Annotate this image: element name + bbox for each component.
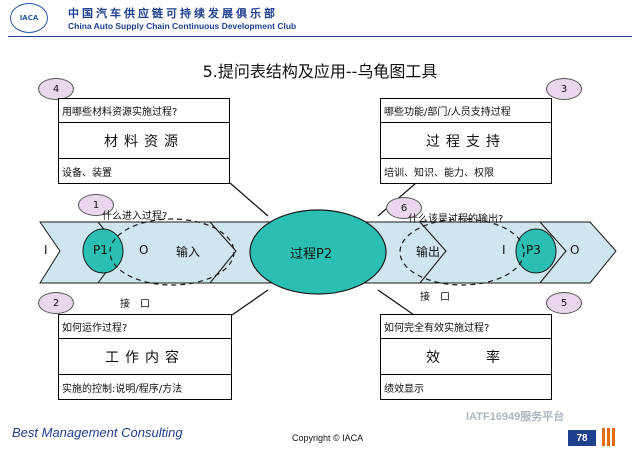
interface-left-dashed: [109, 218, 235, 286]
org-name-english: China Auto Supply Chain Continuous Devel…: [68, 21, 297, 31]
question: 如何运作过程?: [59, 315, 231, 339]
p2-label: 过程P2: [290, 247, 333, 262]
detail: 实施的控制:说明/程序/方法: [62, 383, 183, 395]
process-p1-circle: [82, 228, 124, 274]
output-question: 什么该是过程的输出?: [408, 214, 504, 225]
number-badge-6: 6: [386, 197, 422, 219]
box-efficiency: 如何完全有效实施过程? 效 率 绩效显示: [380, 314, 552, 400]
iaca-logo: IACA: [10, 3, 48, 33]
connector-bottom-left: [231, 289, 269, 316]
heading: 过程支持: [381, 123, 551, 159]
i-label-right: I: [502, 243, 506, 257]
connector-bottom-right: [377, 289, 415, 316]
heading: 材料资源: [59, 123, 229, 159]
org-name-chinese: 中国汽车供应链可持续发展俱乐部: [68, 7, 278, 20]
watermark-text: IATF16949服务平台: [466, 411, 565, 423]
o-label-left: O: [139, 243, 149, 257]
process-p2-ellipse: [249, 209, 387, 295]
box-work-content: 如何运作过程? 工作内容 实施的控制:说明/程序/方法: [58, 314, 232, 400]
p3-label: P3: [526, 243, 541, 257]
footer-stripe-2: [607, 428, 610, 446]
page-number: 78: [568, 430, 596, 446]
question: 用哪些材料资源实施过程?: [59, 99, 229, 123]
number-badge-3: 3: [546, 78, 582, 100]
number-badge-4: 4: [38, 78, 74, 100]
footer-copyright: Copyright © IACA: [292, 433, 364, 443]
chevron-o-right: [538, 221, 617, 284]
header-divider: [8, 36, 632, 37]
box-material-resources: 用哪些材料资源实施过程? 材料资源 设备、装置: [58, 98, 230, 184]
page-title: 5.提问表结构及应用--乌龟图工具: [202, 62, 438, 81]
p1-label: P1: [93, 243, 108, 257]
interface-left-label: 接 口: [120, 299, 150, 310]
heading: 工作内容: [59, 339, 231, 375]
question: 如何完全有效实施过程?: [381, 315, 551, 339]
o-label-right: O: [570, 243, 580, 257]
question: 哪些功能/部门/人员支持过程: [381, 99, 551, 123]
i-label-left: I: [44, 243, 48, 257]
detail: 设备、装置: [62, 167, 112, 179]
footer-stripe-1: [602, 428, 605, 446]
number-badge-2: 2: [38, 292, 74, 314]
interface-right-label: 接 口: [420, 292, 450, 303]
detail: 绩效显示: [384, 383, 424, 395]
number-badge-5: 5: [546, 292, 582, 314]
interface-right-dashed: [399, 218, 525, 286]
detail: 培训、知识、能力、权限: [384, 167, 494, 179]
heading: 效 率: [381, 339, 551, 375]
process-p3-circle: [515, 228, 557, 274]
logo-text: IACA: [19, 14, 39, 22]
output-label: 输出: [416, 245, 441, 259]
connector-top-left: [229, 182, 269, 217]
number-badge-1: 1: [78, 194, 114, 216]
input-question: 什么进入过程?: [102, 211, 168, 222]
box-process-support: 哪些功能/部门/人员支持过程 过程支持 培训、知识、能力、权限: [380, 98, 552, 184]
input-label: 输入: [176, 245, 201, 259]
footer-stripe-3: [612, 428, 615, 446]
footer-brand: Best Management Consulting: [12, 425, 183, 440]
